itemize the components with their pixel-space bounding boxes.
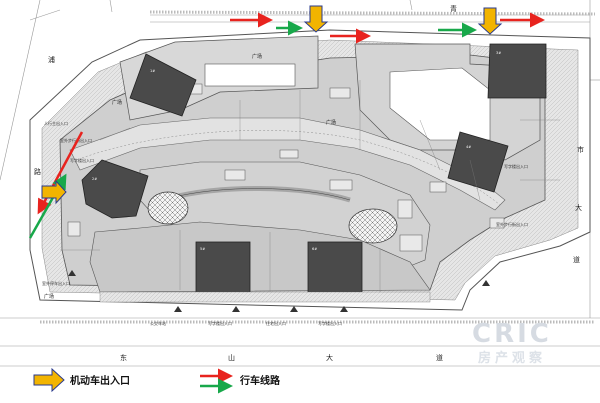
watermark-line-1: CRIC bbox=[472, 319, 552, 349]
legend-entrance-icon bbox=[33, 367, 65, 393]
entrance-south-2: 写字楼出入口 bbox=[208, 320, 232, 326]
entrance-south-1: 公交车站 bbox=[150, 320, 166, 326]
entrance-west-main: 人行主出入口 bbox=[44, 120, 68, 126]
watermark-line-2: 房产观察 bbox=[478, 350, 546, 366]
plaza-label-west: 广场 bbox=[112, 99, 122, 106]
tower-sw bbox=[195, 241, 251, 293]
vehicle-entrances bbox=[41, 5, 503, 205]
plaza-label-north: 广场 bbox=[252, 53, 262, 60]
entrance-west-2: 室外步行街出入口 bbox=[60, 137, 92, 143]
entrance-west-3: 写字楼出入口 bbox=[70, 157, 94, 163]
plaza-label-center: 广场 bbox=[326, 119, 336, 126]
road-west-char-1: 浦 bbox=[48, 55, 55, 64]
road-south-char-1: 东 bbox=[120, 353, 127, 362]
legend: 机动车出入口 行车线路 bbox=[33, 367, 281, 394]
legend-entrance-label: 机动车出入口 bbox=[70, 374, 130, 387]
plaza-arc-outline bbox=[169, 188, 351, 201]
entrance-arrow-west bbox=[41, 179, 67, 205]
entrance-south-3: 住宅出入口 bbox=[266, 320, 286, 326]
tower-ne bbox=[487, 43, 547, 99]
road-south-char-3: 大 bbox=[326, 353, 333, 362]
entrance-southwest: 室外停车出入口 bbox=[42, 280, 70, 286]
svg-text:5#: 5# bbox=[200, 247, 205, 251]
north-courtyard bbox=[204, 63, 296, 87]
internal-structures bbox=[67, 83, 505, 252]
legend-route-label: 行车线路 bbox=[239, 374, 281, 387]
tower-labels: 1# 2# 3# 4# 5# 6# bbox=[92, 51, 501, 251]
road-west-char-2: 路 bbox=[34, 167, 41, 176]
svg-text:1#: 1# bbox=[150, 69, 155, 73]
tower-w bbox=[81, 159, 149, 219]
north-road-tree-pattern bbox=[149, 10, 596, 16]
entrance-east-1: 室外步行街出入口 bbox=[496, 221, 528, 227]
road-east-char-2: 大 bbox=[575, 203, 582, 212]
road-east-char-3: 道 bbox=[573, 255, 580, 264]
svg-text:2#: 2# bbox=[92, 177, 97, 181]
tower-e bbox=[447, 131, 509, 193]
towers bbox=[81, 43, 547, 293]
cric-watermark: CRIC 房产观察 bbox=[472, 319, 552, 366]
tower-se bbox=[307, 241, 363, 293]
road-south-char-2: 山 bbox=[228, 353, 235, 362]
glass-dome-east bbox=[348, 208, 398, 244]
svg-text:4#: 4# bbox=[466, 145, 471, 149]
road-east-char-1: 市 bbox=[577, 145, 584, 154]
north-east-courtyard bbox=[389, 67, 491, 141]
svg-text:3#: 3# bbox=[496, 51, 501, 55]
entrance-arrow-north-2 bbox=[477, 7, 503, 35]
entrance-east-2: 写字楼出入口 bbox=[504, 163, 528, 169]
entrance-south-4: 写字楼出入口 bbox=[318, 320, 342, 326]
entrance-arrow-north-1 bbox=[303, 5, 329, 33]
plan-linework bbox=[60, 80, 560, 292]
road-north-char-1: 青 bbox=[450, 4, 457, 13]
road-south-char-4: 道 bbox=[436, 353, 443, 362]
pedestrian-street bbox=[69, 117, 506, 211]
plaza-label-southwest: 广场 bbox=[44, 293, 54, 300]
tower-nw bbox=[129, 53, 197, 117]
south-frontage bbox=[99, 291, 431, 303]
south-entrance-markers bbox=[68, 270, 490, 312]
svg-text:6#: 6# bbox=[312, 247, 317, 251]
glass-dome-west bbox=[147, 191, 189, 225]
